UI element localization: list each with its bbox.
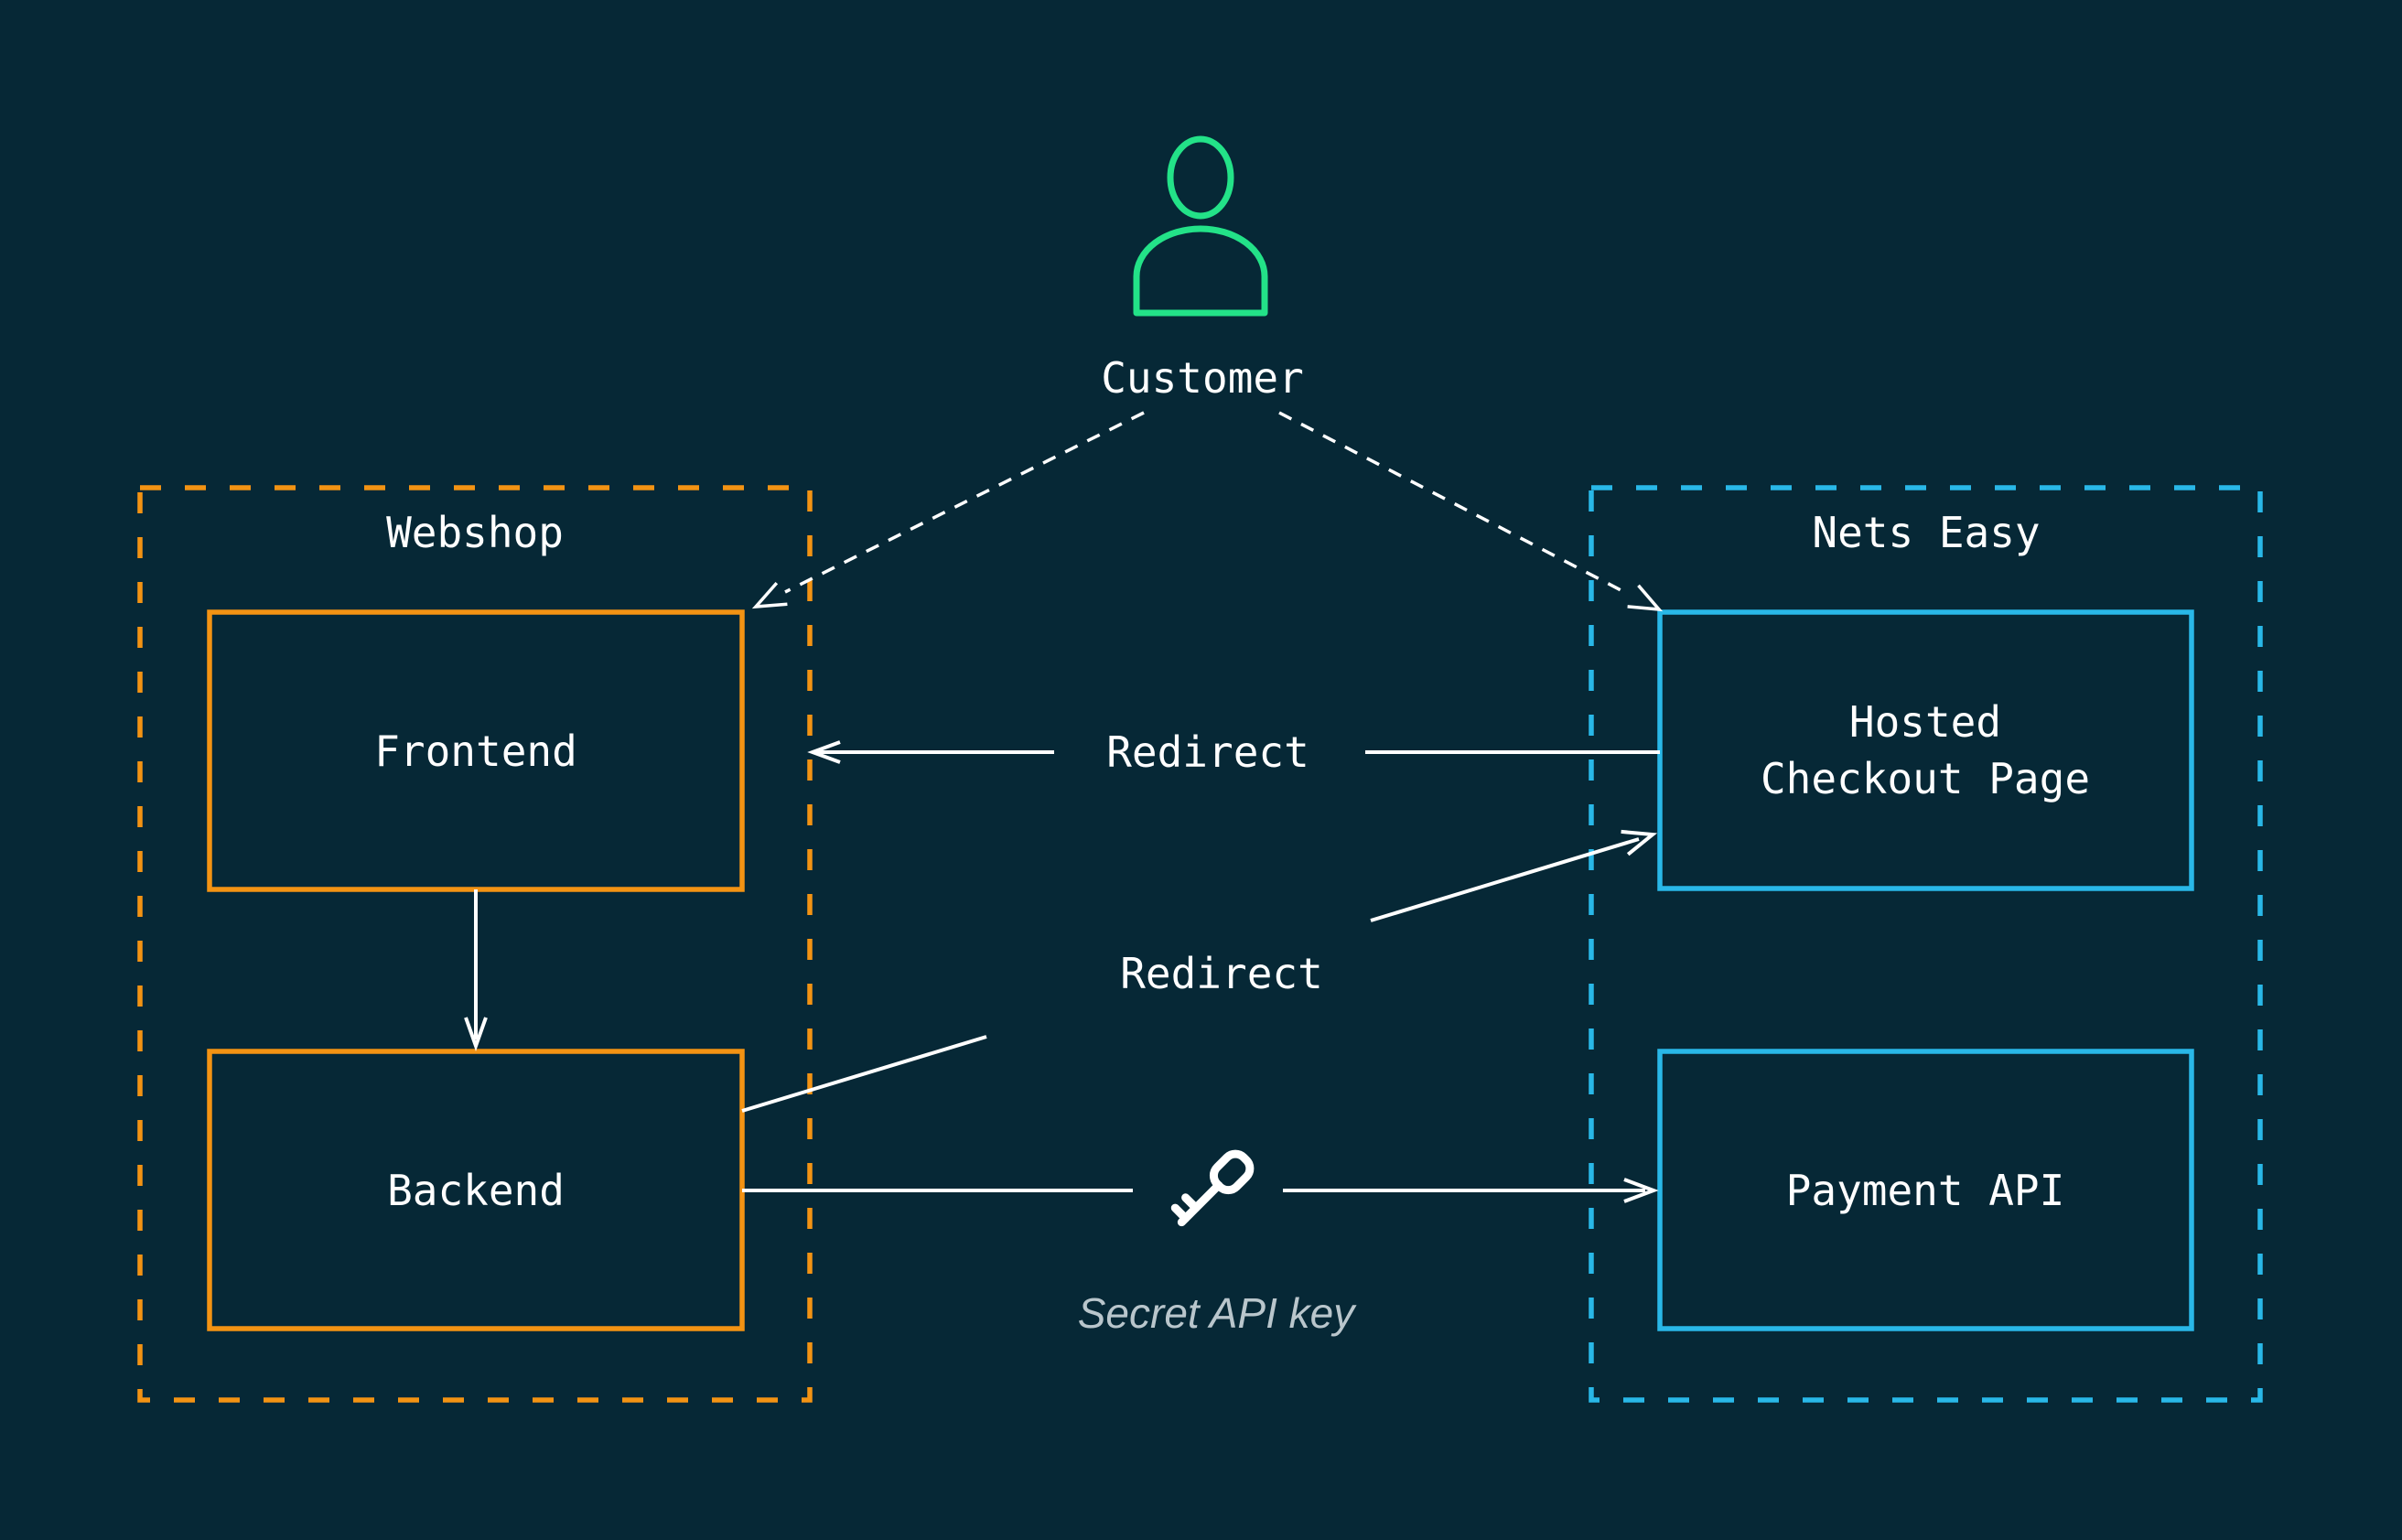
nets-easy-container-label: Nets Easy [1812, 508, 2041, 557]
backend-label: Backend [387, 1166, 565, 1215]
hosted-checkout-label-line1: Hosted [1848, 697, 2002, 747]
key-icon [1170, 1149, 1255, 1227]
key-tooth-2 [1170, 1203, 1190, 1222]
webshop-container [137, 485, 813, 1403]
payment-api-label: Payment API [1785, 1166, 2065, 1215]
frontend-to-backend-arrow [464, 889, 488, 1051]
redirect-top-label: Redirect [1106, 727, 1309, 777]
webshop-container-label: Webshop [386, 508, 564, 557]
redirect-bottom-label: Redirect [1120, 949, 1323, 998]
backend-to-checkout-redirect-arrow [741, 829, 1658, 1113]
person-shoulders [1133, 225, 1268, 317]
frontend-label: Frontend [374, 727, 577, 776]
secret-api-key-label: Secret API key [1077, 1289, 1355, 1337]
customer-to-frontend-arrow [751, 411, 1145, 609]
payment-api-node [1657, 1049, 2194, 1331]
hosted-checkout-label-line2: Checkout Page [1760, 754, 2091, 803]
customer-label: Customer [1101, 353, 1304, 403]
customer-to-checkout-arrow [1278, 411, 1664, 612]
key-tooth-1 [1181, 1193, 1201, 1212]
backend-to-payment-arrow [742, 1178, 1659, 1203]
checkout-to-frontend-redirect-arrow [807, 740, 1660, 764]
nets-easy-container [1589, 485, 2263, 1403]
hosted-checkout-label: Hosted Checkout Page [1669, 694, 2181, 807]
person-head [1167, 135, 1234, 220]
person-icon [1133, 135, 1268, 317]
